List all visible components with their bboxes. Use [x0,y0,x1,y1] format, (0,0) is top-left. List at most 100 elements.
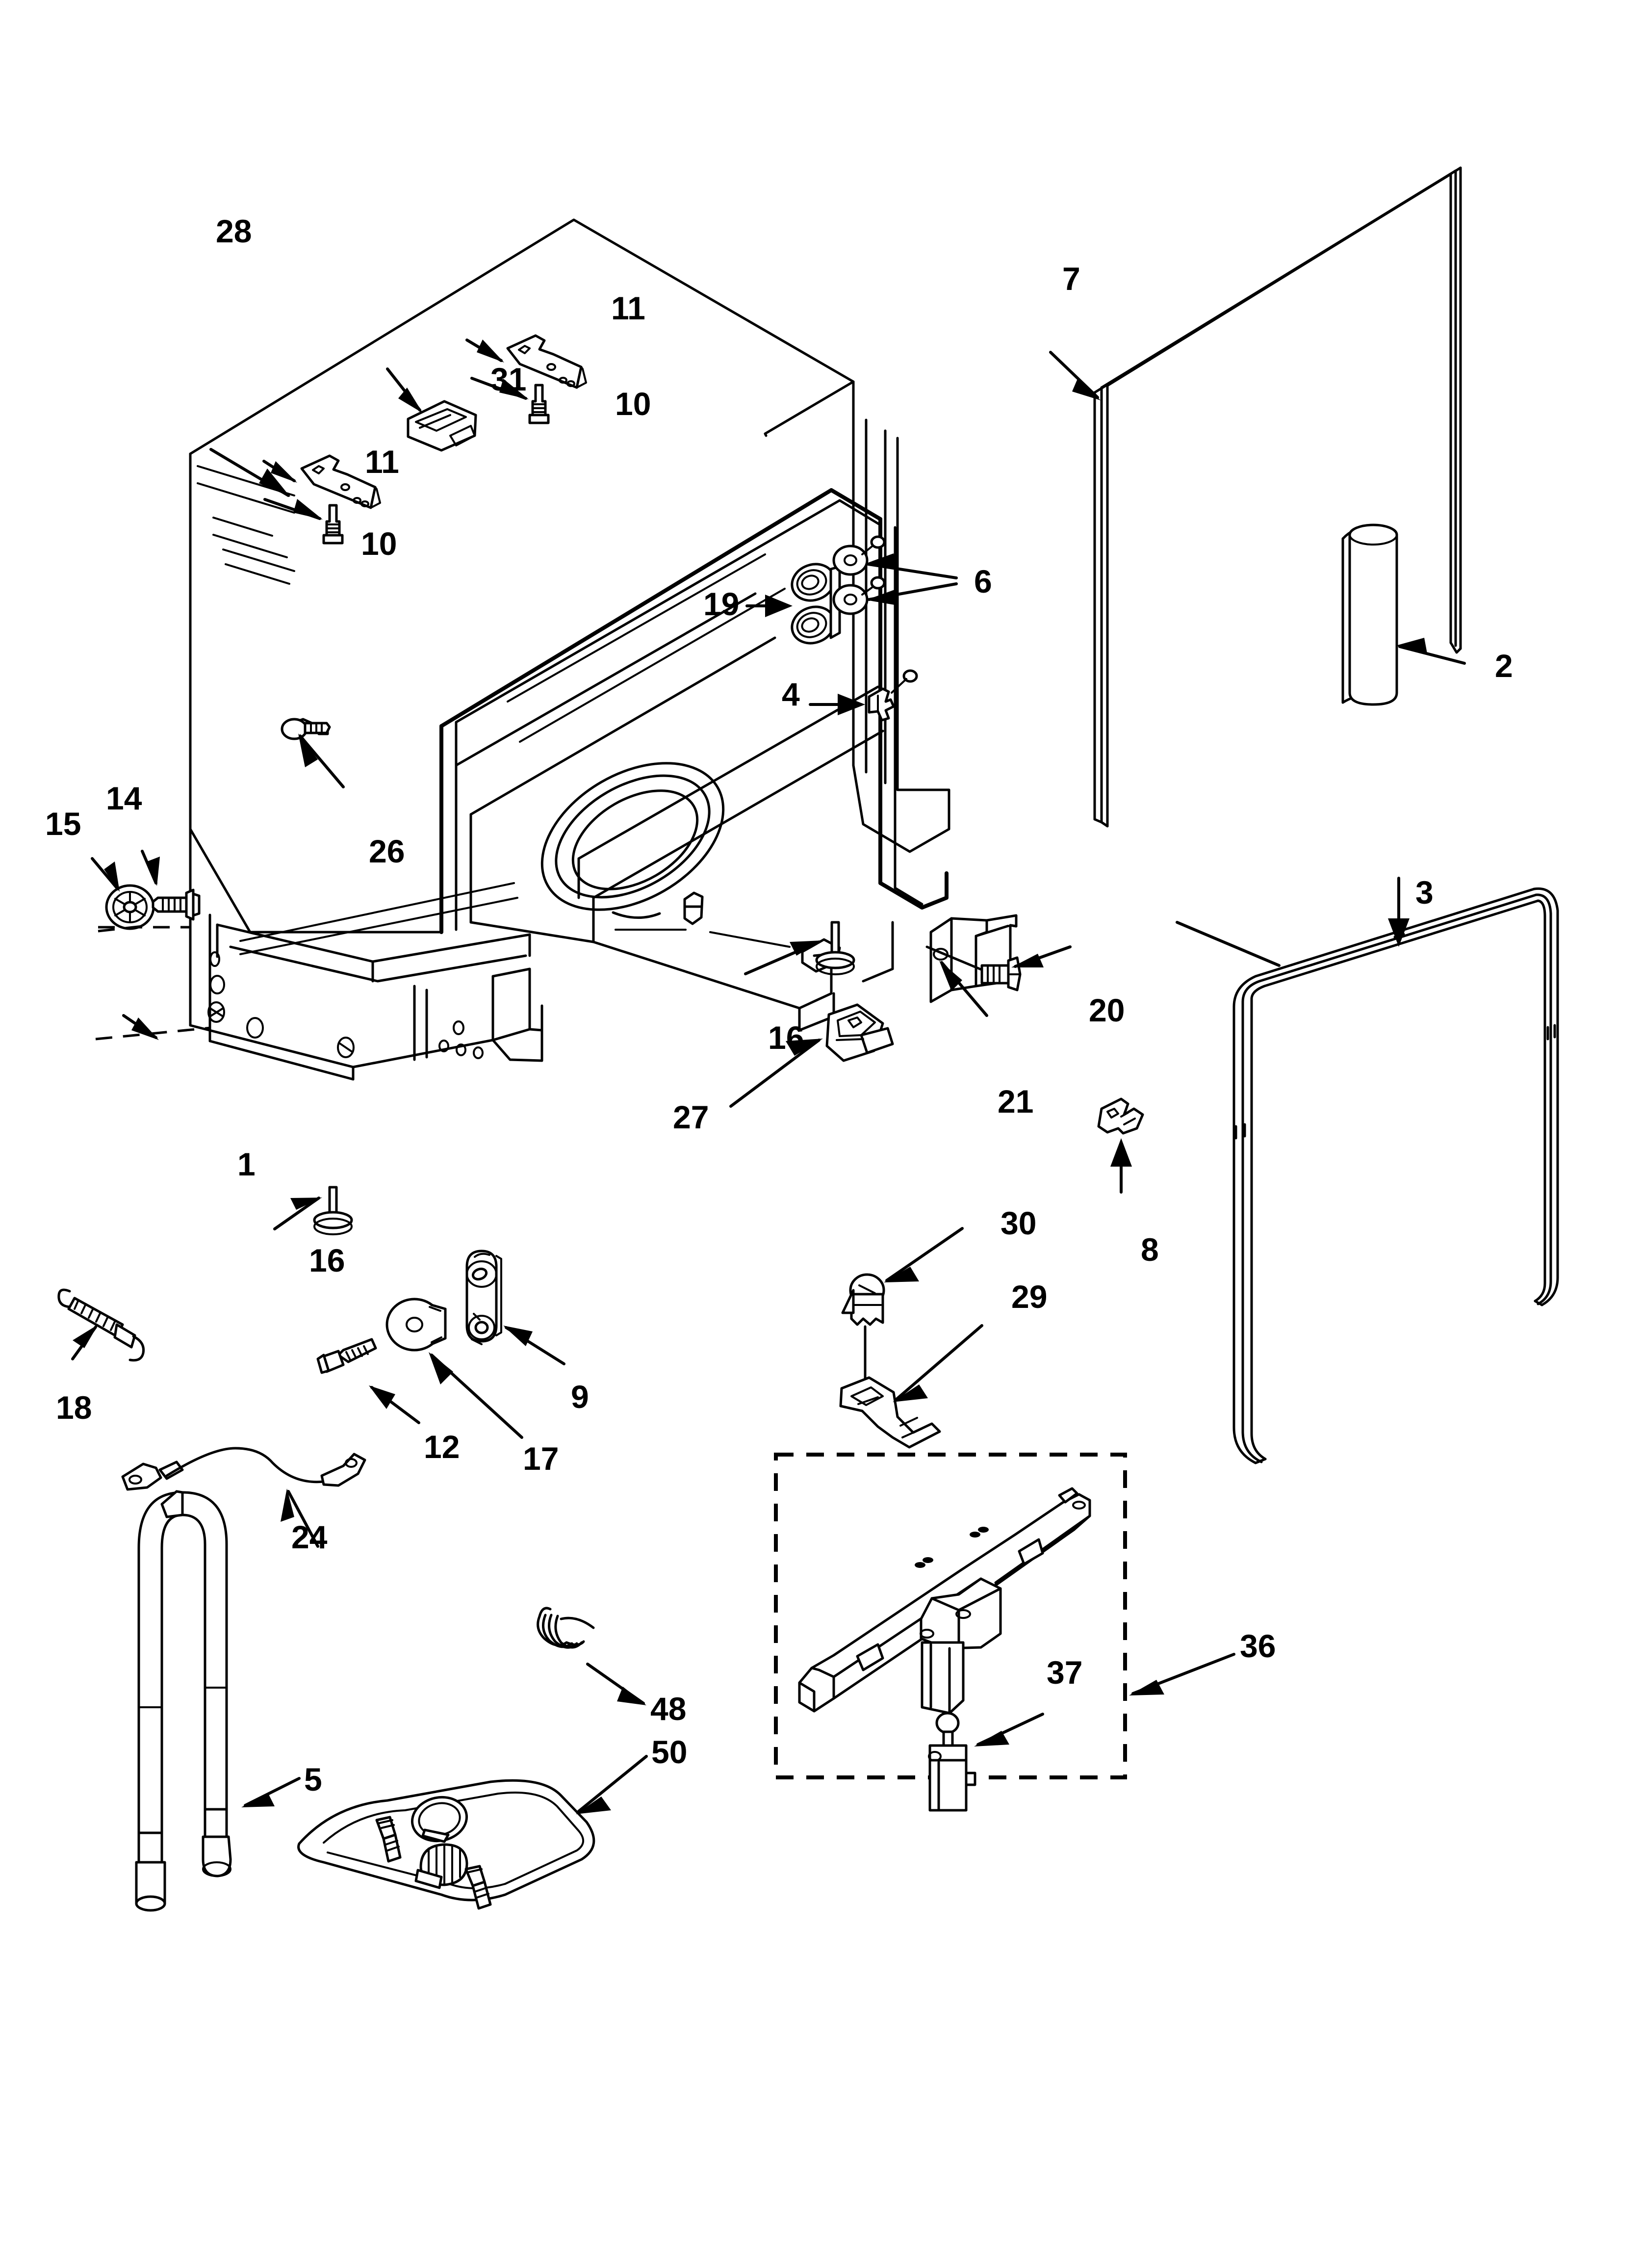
hardware-bag-graphic [297,1779,595,1910]
washer-nut-set-graphic [832,535,886,615]
callout-number-1: 1 [237,1146,256,1182]
leader-48 [586,1663,646,1705]
leader-31 [386,367,423,413]
callout-number-8: 8 [1141,1231,1159,1268]
leader-11-right [465,339,504,363]
callout-number-15: 15 [45,806,81,842]
leader-21 [939,961,988,1017]
callout-number-21: 21 [998,1083,1034,1120]
leader-24 [281,1488,319,1548]
leader-27 [729,1039,823,1108]
hinge-bracket-right-graphic [506,334,587,389]
base-frame-graphic [95,828,543,1081]
leader-2 [1396,638,1466,665]
callout-number-11a: 11 [611,290,645,326]
callout-number-2: 2 [1495,648,1513,684]
leader-5 [241,1777,301,1807]
callout-number-18: 18 [56,1389,92,1426]
spring-clip-graphic [825,1003,894,1062]
callout-number-30: 30 [1001,1205,1037,1241]
screw-left-graphic [322,504,344,545]
leader-36 [1129,1653,1235,1695]
leader-20 [1011,945,1072,968]
callout-number-48: 48 [650,1691,687,1727]
pulley-wheel-graphic [385,1298,447,1352]
junction-box-bracket-graphic [929,914,1018,1003]
leader-10-left [263,498,323,520]
float-switch-bracket-graphic [839,1325,941,1449]
leader-1 [122,1014,159,1040]
callout-number-16a: 16 [768,1019,804,1056]
grommet-bushing-graphic [841,1273,885,1326]
callout-number-4: 4 [782,676,800,712]
grommet-pair-graphic [791,563,841,645]
rivet-fastener-graphic [281,718,331,740]
hose-retainer-graphic [1097,1097,1144,1135]
leader-29 [893,1324,983,1402]
leader-37 [974,1713,1044,1747]
drain-hose-graphic [135,1490,232,1912]
callout-number-26: 26 [369,833,405,869]
leveler-foot-front-graphic [313,1186,353,1235]
screw-hex-graphic [316,1338,377,1374]
screw-axle-graphic [152,888,201,921]
leader-18 [71,1325,98,1360]
callout-number-37: 37 [1047,1654,1083,1691]
callout-number-10b: 10 [361,525,397,562]
callout-number-27: 27 [673,1099,709,1135]
leader-8 [1110,1138,1132,1194]
leader-17 [429,1352,523,1439]
leader-4 [809,694,865,715]
door-cable-graphic [121,1447,366,1491]
push-pin-clip-graphic [868,669,918,722]
callout-number-36: 36 [1240,1628,1276,1664]
leader-3 [1176,877,1410,967]
callout-number-29: 29 [1011,1278,1048,1315]
callout-number-17: 17 [523,1440,559,1477]
callout-number-28: 28 [216,213,252,249]
leader-7 [1049,351,1101,400]
callout-number-24: 24 [291,1519,328,1555]
callout-number-11b: 11 [365,443,399,480]
leader-26 [298,733,345,788]
leader-12 [369,1385,420,1424]
callout-number-5: 5 [304,1761,322,1798]
callout-number-6: 6 [974,563,992,600]
screw-right-graphic [528,384,550,424]
door-spring-graphic [57,1288,145,1362]
leader-30 [884,1227,964,1282]
leader-9 [503,1326,565,1365]
spring-link-arm-graphic [465,1250,502,1345]
callout-number-14: 14 [106,780,142,816]
leader-14 [141,850,160,886]
leader-15 [91,857,120,892]
callout-number-16b: 16 [309,1242,345,1278]
callout-number-50: 50 [651,1734,688,1770]
callout-number-7: 7 [1062,261,1080,297]
screw-bracket-graphic [925,945,1022,991]
seal-splice-tube-graphic [1341,523,1398,706]
door-seal-upper-graphic [1093,166,1462,828]
leader-16-front [273,1197,322,1230]
callout-number-10a: 10 [615,386,651,422]
callout-number-12: 12 [424,1429,460,1465]
leader-28 [209,448,290,497]
wheel-roller-graphic [105,884,155,930]
callout-number-19: 19 [703,586,740,622]
tub-clip-31-graphic [407,400,477,452]
leader-6 [865,553,958,605]
leader-11-left [262,460,297,483]
callout-number-20: 20 [1089,992,1125,1028]
leader-10-right [470,377,529,400]
callout-number-9: 9 [571,1379,589,1415]
detail-box-36 [774,1453,1127,1812]
door-seal-lower-graphic [1232,887,1559,1464]
leader-19 [745,595,793,617]
leveler-foot-rear-graphic [815,921,855,975]
hinge-bracket-left-graphic [300,454,381,509]
leader-16-rear [744,940,822,975]
leader-50 [576,1755,648,1814]
coil-spring-small-graphic [537,1607,595,1649]
